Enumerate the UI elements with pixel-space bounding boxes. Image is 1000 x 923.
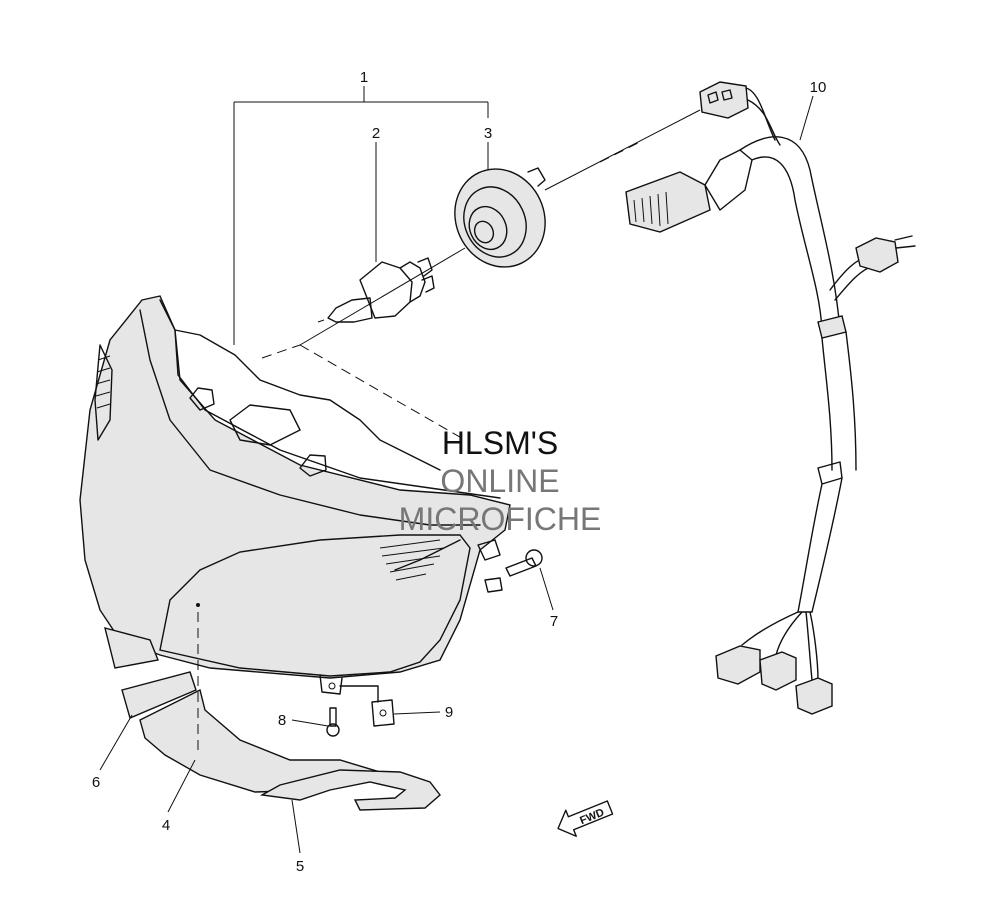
headlight-housing xyxy=(79,295,511,695)
lens-center-mark xyxy=(196,603,200,607)
callout-2: 2 xyxy=(372,125,380,142)
watermark-line-2: ONLINE xyxy=(440,463,559,499)
callout-numbers: 1 2 3 4 5 6 7 8 9 10 xyxy=(92,69,827,875)
left-hatching xyxy=(95,355,111,409)
callout-5: 5 xyxy=(296,858,304,875)
callout-10: 10 xyxy=(810,79,827,96)
lower-guard xyxy=(259,769,441,811)
callout-1: 1 xyxy=(360,69,368,86)
leader-lines xyxy=(99,86,814,854)
callout-7: 7 xyxy=(550,613,558,630)
watermark-line-3: MICROFICHE xyxy=(399,501,602,537)
callout-8: 8 xyxy=(278,712,286,729)
bolt-7 xyxy=(505,549,543,577)
watermark-line-1: HLSM'S xyxy=(442,425,558,461)
left-side-cover xyxy=(104,627,159,669)
headlight-bulb xyxy=(317,257,435,323)
screw-8 xyxy=(326,707,340,737)
callout-6: 6 xyxy=(92,774,100,791)
callout-9: 9 xyxy=(445,704,453,721)
clip-nut-9 xyxy=(339,685,395,727)
callout-3: 3 xyxy=(484,125,492,142)
callout-4: 4 xyxy=(162,817,170,834)
forward-direction-arrow: FWD xyxy=(557,800,614,837)
bulb-socket-cover xyxy=(454,167,546,268)
watermark: HLSM'S ONLINE MICROFICHE xyxy=(399,425,602,537)
wiring-harness xyxy=(625,81,916,715)
left-trim-piece xyxy=(121,671,197,719)
plug-pins xyxy=(633,191,669,227)
lens-hatching xyxy=(379,539,445,581)
fwd-label: FWD xyxy=(578,807,606,828)
